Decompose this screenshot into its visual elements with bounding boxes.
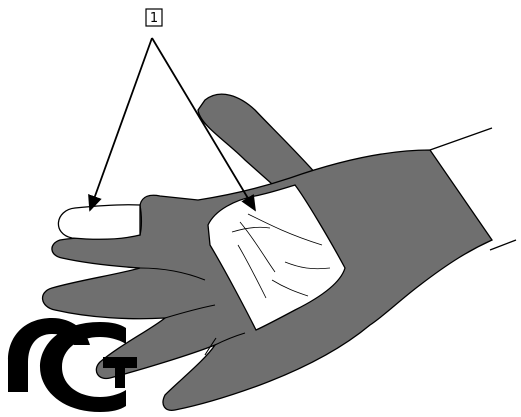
leader-line-thumb xyxy=(88,37,153,212)
sleeve-outline xyxy=(429,127,517,251)
leader-line-palm xyxy=(151,37,256,212)
fingertip-pad xyxy=(57,204,141,240)
palm-pad xyxy=(207,184,346,331)
pct-certification-mark xyxy=(8,318,137,412)
callout-marker: 1 xyxy=(145,8,163,27)
callout-label: 1 xyxy=(150,11,158,26)
